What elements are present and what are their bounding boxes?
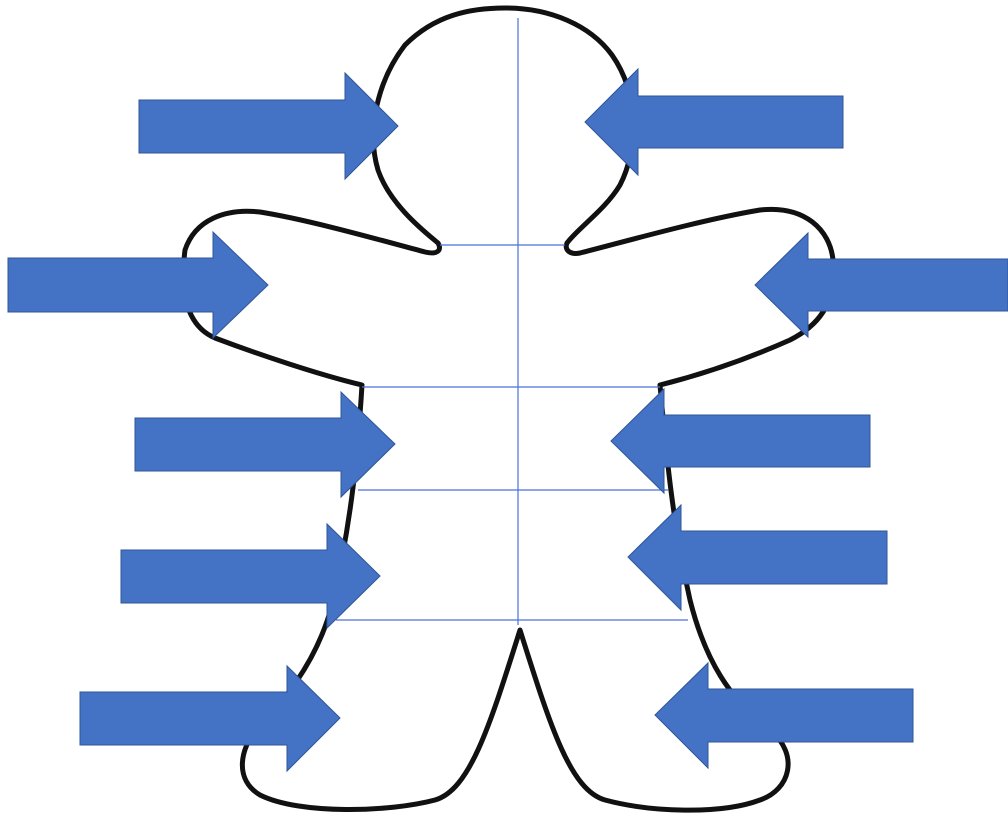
waist-left-arrow	[120, 522, 381, 630]
arrows	[7, 67, 1008, 773]
head-left-arrow	[138, 71, 399, 181]
waist-right-arrow	[627, 503, 888, 612]
legs-right-arrow	[654, 661, 914, 770]
guide-lines	[336, 18, 688, 625]
shoulders-right-arrow	[754, 231, 1008, 339]
chest-left-arrow	[134, 390, 396, 499]
chest-right-arrow	[610, 387, 871, 495]
legs-left-arrow	[79, 664, 341, 773]
shoulders-left-arrow	[7, 230, 269, 340]
head-right-arrow	[584, 67, 844, 177]
